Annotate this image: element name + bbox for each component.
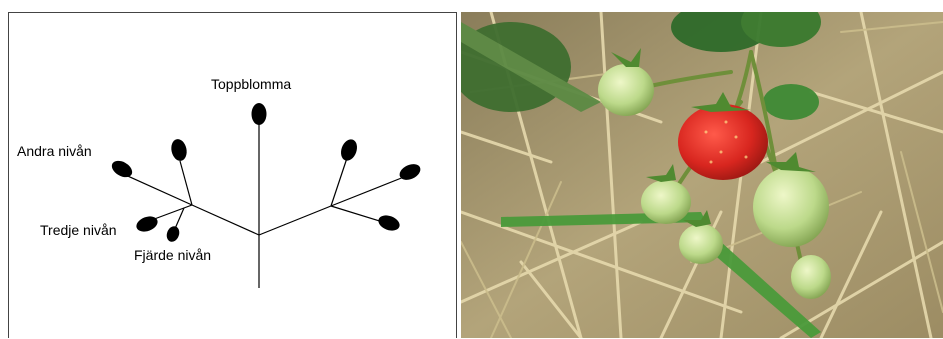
left-branch (192, 205, 259, 235)
left-third-level-bud (134, 214, 159, 235)
left-fourth-level-bud (165, 224, 182, 243)
left-upper-bud (169, 138, 188, 163)
left-upper-stem (180, 161, 192, 205)
right-second-level-bud (397, 161, 423, 183)
strawberry-photo (461, 12, 943, 338)
right-third-level-stem (331, 206, 386, 223)
label-third-level: Tredje nivån (40, 222, 117, 238)
label-top-flower: Toppblomma (211, 76, 291, 92)
left-second-level-stem (121, 173, 192, 205)
right-third-level-bud (376, 213, 401, 234)
top-flower-bud (252, 103, 267, 125)
right-second-level-stem (331, 175, 409, 206)
inflorescence-diagram: Toppblomma Andra nivån Tredje nivån Fjär… (9, 13, 458, 339)
label-second-level: Andra nivån (17, 143, 92, 159)
right-branch (259, 206, 331, 235)
label-fourth-level: Fjärde nivån (134, 247, 211, 263)
inflorescence-diagram-panel: Toppblomma Andra nivån Tredje nivån Fjär… (8, 12, 457, 338)
right-upper-stem (331, 158, 347, 206)
strawberry-photo-illustration (461, 12, 943, 338)
right-upper-bud (338, 137, 360, 163)
